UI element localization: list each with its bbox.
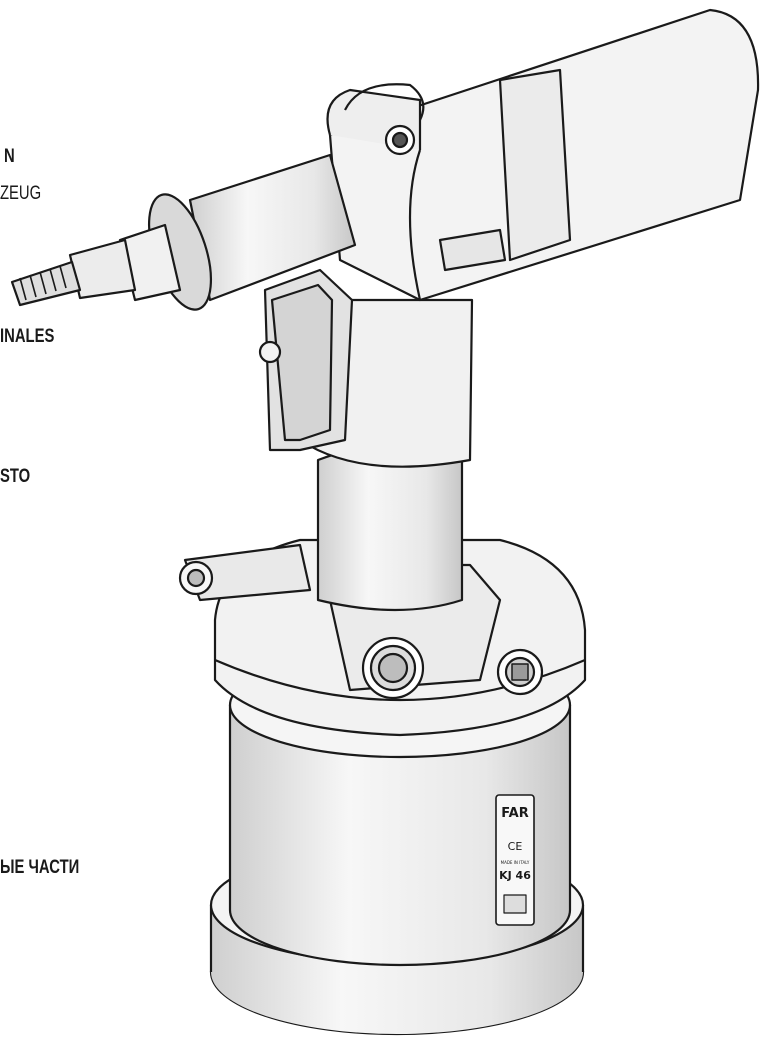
tool-mandrel: [10, 260, 82, 307]
nameplate-model: KJ 46: [499, 869, 531, 882]
tool-nameplate: [495, 794, 535, 926]
tool-trigger: [258, 268, 354, 452]
label-line-4: ЫЕ ЧАСТИ: [0, 857, 80, 878]
label-line-2: INALES: [0, 326, 55, 347]
tool-barrel: [326, 8, 760, 302]
label-line-3: STO: [0, 466, 31, 487]
label-line-1-sub: ZEUG: [0, 183, 42, 204]
nameplate-brand: FAR: [501, 806, 528, 821]
nameplate-ce: CE: [508, 840, 523, 853]
tool-air-inlet: [178, 543, 312, 602]
label-line-1: N: [4, 146, 15, 167]
tool-nose: [10, 153, 357, 311]
nameplate-made-in: MADE IN ITALY: [501, 860, 530, 865]
